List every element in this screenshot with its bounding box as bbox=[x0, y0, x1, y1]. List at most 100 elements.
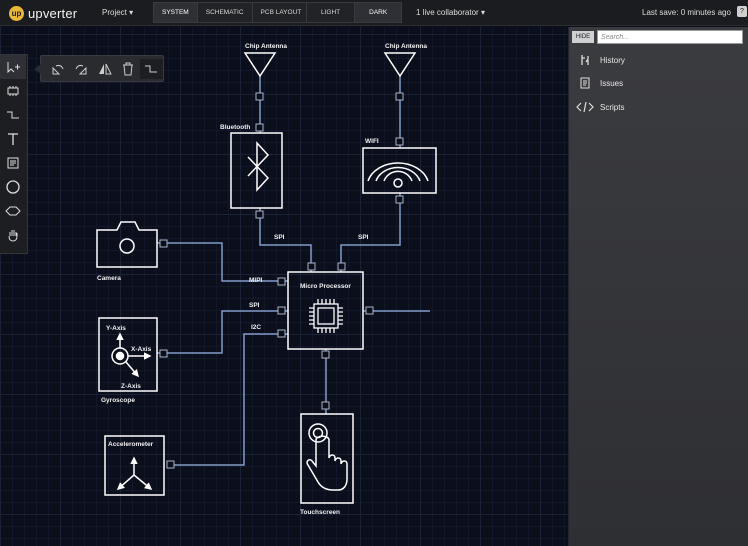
antenna-icon[interactable] bbox=[243, 52, 277, 78]
search-input[interactable] bbox=[597, 30, 743, 44]
wire-tool-button[interactable] bbox=[0, 103, 26, 127]
camera-label: Camera bbox=[97, 275, 121, 282]
spi-bt-label: SPI bbox=[274, 234, 285, 241]
tab-system[interactable]: SYSTEM bbox=[154, 3, 198, 22]
bluetooth-icon bbox=[247, 141, 270, 192]
wifi-block[interactable] bbox=[362, 147, 437, 194]
note-icon bbox=[7, 157, 19, 169]
port[interactable] bbox=[159, 349, 168, 358]
panel-item-issues[interactable]: Issues bbox=[575, 75, 623, 91]
rotate-right-icon bbox=[75, 64, 87, 74]
y-axis-label: Y-Axis bbox=[106, 325, 126, 332]
port[interactable] bbox=[365, 306, 374, 315]
theme-light-button[interactable]: LIGHT bbox=[307, 3, 356, 22]
port[interactable] bbox=[277, 277, 286, 286]
camera-icon[interactable] bbox=[96, 221, 158, 268]
app-name: upverter bbox=[28, 5, 78, 21]
design-canvas[interactable]: Chip Antenna Chip Antenna Bluetooth WIFI… bbox=[0, 27, 568, 546]
flip-button[interactable] bbox=[93, 59, 116, 79]
view-switcher: SYSTEM SCHEMATIC PCB LAYOUT bbox=[153, 2, 311, 23]
project-menu-label: Project bbox=[102, 8, 127, 17]
hand-icon bbox=[8, 230, 18, 242]
chevron-down-icon: ▾ bbox=[480, 8, 485, 17]
history-icon bbox=[575, 54, 595, 66]
panel-item-history[interactable]: History bbox=[575, 52, 625, 68]
micro-label: Micro Processor bbox=[300, 283, 351, 290]
wire-camera-mipi[interactable] bbox=[157, 242, 288, 282]
gyroscope-block[interactable] bbox=[98, 317, 158, 392]
antenna-icon[interactable] bbox=[383, 52, 417, 78]
wire-gyro-spi[interactable] bbox=[157, 310, 288, 354]
accelerometer-icon bbox=[116, 456, 153, 490]
panel-item-scripts[interactable]: Scripts bbox=[575, 99, 624, 115]
project-menu[interactable]: Project ▾ bbox=[102, 8, 133, 17]
port[interactable] bbox=[255, 92, 264, 101]
hexagon-icon bbox=[5, 206, 21, 216]
trash-icon bbox=[122, 62, 133, 75]
collaborators-menu[interactable]: 1 live collaborator ▾ bbox=[416, 8, 485, 17]
mipi-label: MIPI bbox=[249, 277, 263, 284]
component-icon bbox=[7, 86, 19, 96]
accelerometer-label: Accelerometer bbox=[108, 441, 154, 448]
wifi-icon bbox=[367, 162, 429, 188]
spi-gyro-label: SPI bbox=[249, 302, 260, 309]
wires bbox=[157, 76, 430, 466]
port[interactable] bbox=[307, 262, 316, 271]
port[interactable] bbox=[395, 92, 404, 101]
component-tool-button[interactable] bbox=[0, 79, 26, 103]
theme-dark-button[interactable]: DARK bbox=[355, 3, 402, 22]
wire-accel-i2c[interactable] bbox=[172, 333, 288, 466]
text-icon bbox=[8, 133, 18, 145]
port[interactable] bbox=[277, 329, 286, 338]
camera-lens bbox=[119, 238, 135, 254]
circle-icon bbox=[6, 180, 20, 194]
gyroscope-icon bbox=[111, 332, 152, 378]
rotate-right-button[interactable] bbox=[69, 59, 92, 79]
port[interactable] bbox=[321, 401, 330, 410]
logo-badge: up bbox=[9, 5, 24, 21]
port[interactable] bbox=[395, 195, 404, 204]
antenna1-label: Chip Antenna bbox=[245, 43, 287, 50]
component-actions-flyout bbox=[34, 55, 164, 82]
port[interactable] bbox=[159, 239, 168, 248]
gyroscope-label: Gyroscope bbox=[101, 397, 135, 404]
port[interactable] bbox=[277, 306, 286, 315]
port[interactable] bbox=[337, 262, 346, 271]
wire-bluetooth-spi[interactable] bbox=[259, 208, 312, 272]
last-save-status: Last save: 0 minutes ago bbox=[642, 8, 731, 17]
help-button[interactable]: ? bbox=[737, 6, 747, 17]
touchscreen-block[interactable] bbox=[300, 413, 354, 504]
upverter-logo[interactable]: up upverter bbox=[9, 4, 77, 22]
rotate-left-button[interactable] bbox=[46, 59, 69, 79]
theme-switcher: LIGHT DARK bbox=[306, 2, 403, 23]
port[interactable] bbox=[255, 123, 264, 132]
select-tool-button[interactable] bbox=[0, 55, 26, 79]
route-button[interactable] bbox=[139, 58, 164, 79]
port[interactable] bbox=[321, 350, 330, 359]
accelerometer-block[interactable] bbox=[104, 435, 165, 496]
port[interactable] bbox=[395, 137, 404, 146]
tab-pcb-layout[interactable]: PCB LAYOUT bbox=[260, 9, 302, 16]
text-tool-button[interactable] bbox=[0, 127, 26, 151]
port[interactable] bbox=[166, 460, 175, 469]
port[interactable] bbox=[255, 210, 264, 219]
wire-route-icon bbox=[145, 65, 158, 72]
note-tool-button[interactable] bbox=[0, 151, 26, 175]
shape-tool-button[interactable] bbox=[0, 199, 26, 223]
hide-panel-button[interactable]: HIDE bbox=[572, 31, 594, 43]
rotate-left-icon bbox=[52, 64, 64, 74]
wire-wifi-spi[interactable] bbox=[340, 193, 401, 272]
panel-item-label: Issues bbox=[600, 78, 624, 88]
tool-palette bbox=[0, 54, 28, 254]
tab-schematic[interactable]: SCHEMATIC bbox=[198, 3, 253, 22]
bluetooth-block[interactable] bbox=[230, 132, 283, 209]
pan-tool-button[interactable] bbox=[0, 223, 26, 247]
delete-button[interactable] bbox=[116, 59, 139, 79]
circle-tool-button[interactable] bbox=[0, 175, 26, 199]
z-axis-label: Z-Axis bbox=[121, 383, 141, 390]
top-bar: up upverter Project ▾ SYSTEM SCHEMATIC P… bbox=[0, 0, 748, 26]
pointer-plus-icon bbox=[7, 62, 20, 73]
wire-icon bbox=[7, 111, 19, 119]
right-panel: HIDE History Issues Scripts bbox=[568, 27, 748, 546]
microprocessor-block[interactable] bbox=[287, 271, 364, 350]
